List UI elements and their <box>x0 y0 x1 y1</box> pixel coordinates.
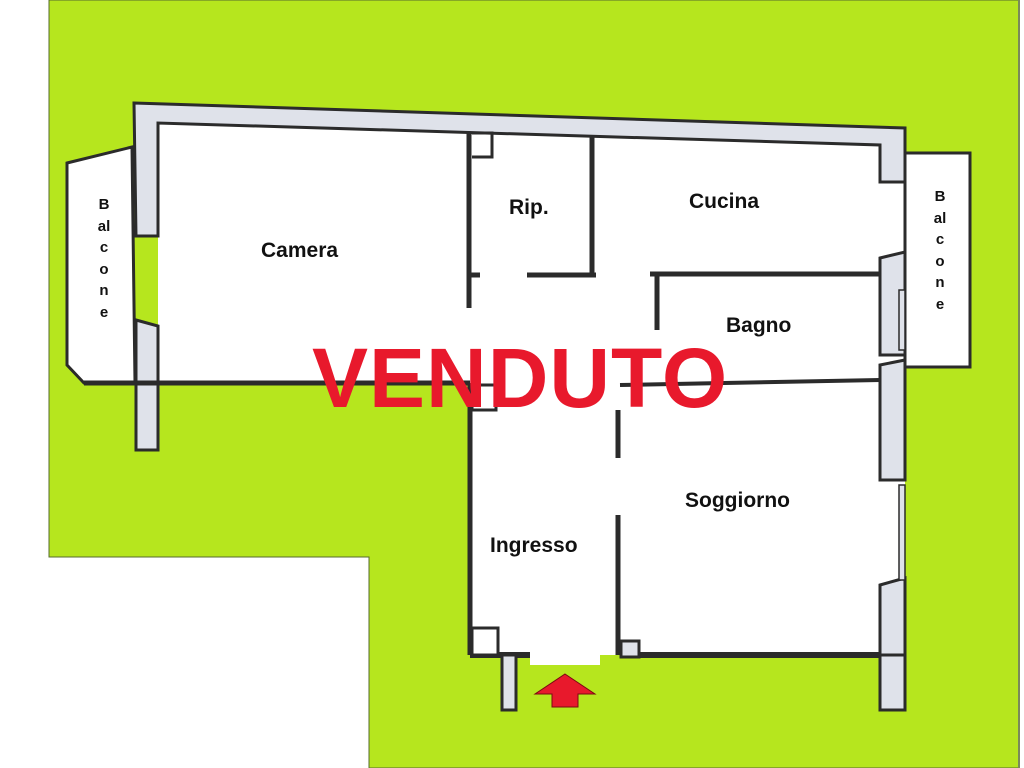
room-label-balcone-right: Balcone <box>933 188 947 313</box>
room-label-ingresso: Ingresso <box>490 534 578 557</box>
exterior-walls <box>132 101 907 712</box>
room-label-soggiorno: Soggiorno <box>685 489 790 512</box>
room-label-ripostiglio: Rip. <box>509 196 549 219</box>
up-arrow-icon <box>533 673 597 708</box>
room-label-camera: Camera <box>261 239 339 262</box>
sold-stamp: VENDUTO <box>312 331 729 425</box>
room-label-balcone-left: Balcone <box>97 196 111 321</box>
apartment-floor <box>158 122 905 665</box>
room-label-bagno: Bagno <box>726 314 792 337</box>
room-label-cucina: Cucina <box>689 190 760 213</box>
interior-walls <box>466 131 880 655</box>
